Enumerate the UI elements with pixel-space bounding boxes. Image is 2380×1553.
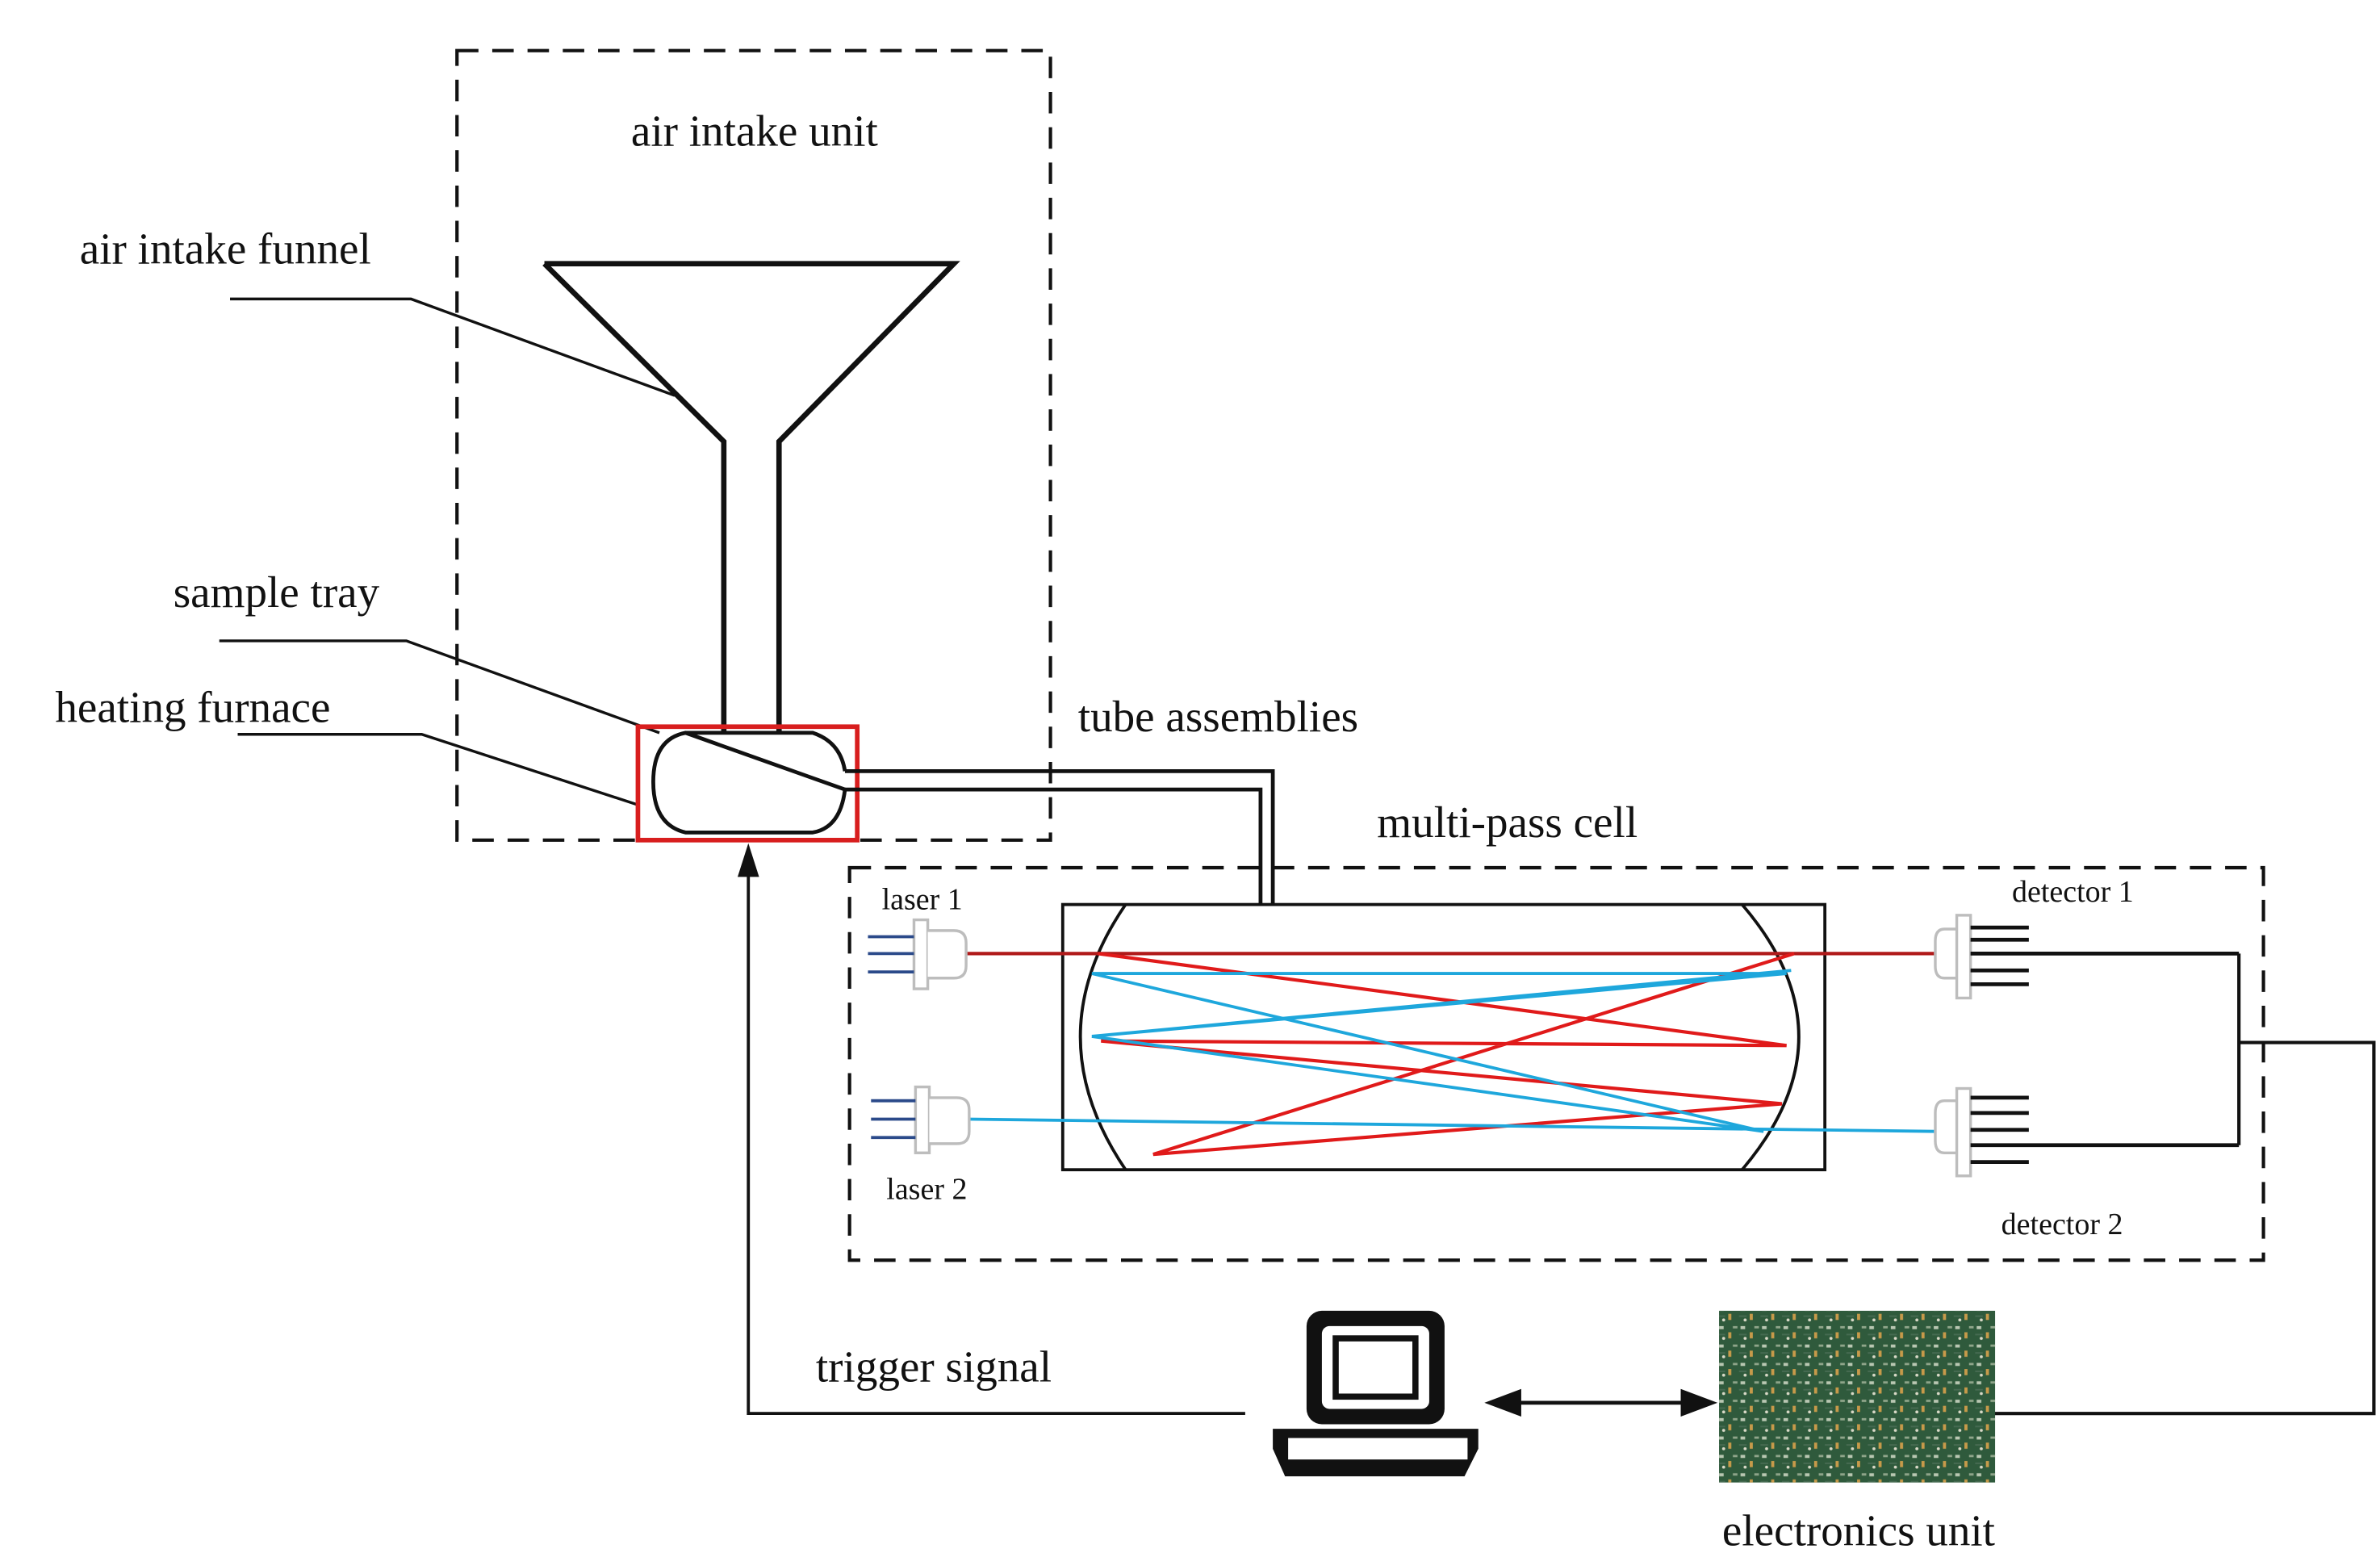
computer-icon [1273,1310,1479,1477]
air-intake-unit-boundary [455,48,1052,842]
laser-1-label: laser 1 [882,882,963,916]
electronics-unit-label: electronics unit [1722,1506,1995,1553]
trigger-arrowhead-icon [737,843,759,877]
heating-furnace-leader [237,733,638,806]
air-intake-funnel [542,261,960,733]
left-mirror [1078,903,1127,1171]
sample-tray-leader [219,639,660,735]
data-link-arrow-icon [1484,1388,1718,1417]
laser-1 [868,918,968,990]
right-mirror [1741,903,1801,1171]
tube-assemblies [844,768,1275,905]
tube-assemblies-label: tube assemblies [1078,692,1358,741]
heating-furnace [635,724,860,843]
detector-1 [1934,914,2240,1000]
heating-furnace-label: heating furnace [55,683,330,732]
circuit-board-icon [1719,1310,1996,1483]
air-intake-funnel-leader [230,297,676,397]
laser-2-label: laser 2 [886,1172,967,1206]
sample-tray-label: sample tray [174,567,380,617]
trigger-signal-line [747,873,1245,1416]
multi-pass-cell-body [1060,902,1827,1172]
air-intake-funnel-label: air intake funnel [80,224,371,274]
detector-2 [1934,1086,2240,1178]
multi-pass-cell-boundary [847,865,2265,1262]
detector-to-electronics-wire [1993,1040,2376,1416]
air-intake-unit-label: air intake unit [631,106,878,155]
detector-1-label: detector 1 [2012,875,2134,909]
laser-1-beam [966,952,1940,1157]
laser-2-beam [968,969,1935,1133]
detector-2-label: detector 2 [2001,1208,2123,1241]
laser-2 [871,1085,971,1154]
multi-pass-cell-label: multi-pass cell [1377,797,1638,847]
trigger-signal-label: trigger signal [816,1342,1052,1391]
sample-tray [651,730,847,835]
